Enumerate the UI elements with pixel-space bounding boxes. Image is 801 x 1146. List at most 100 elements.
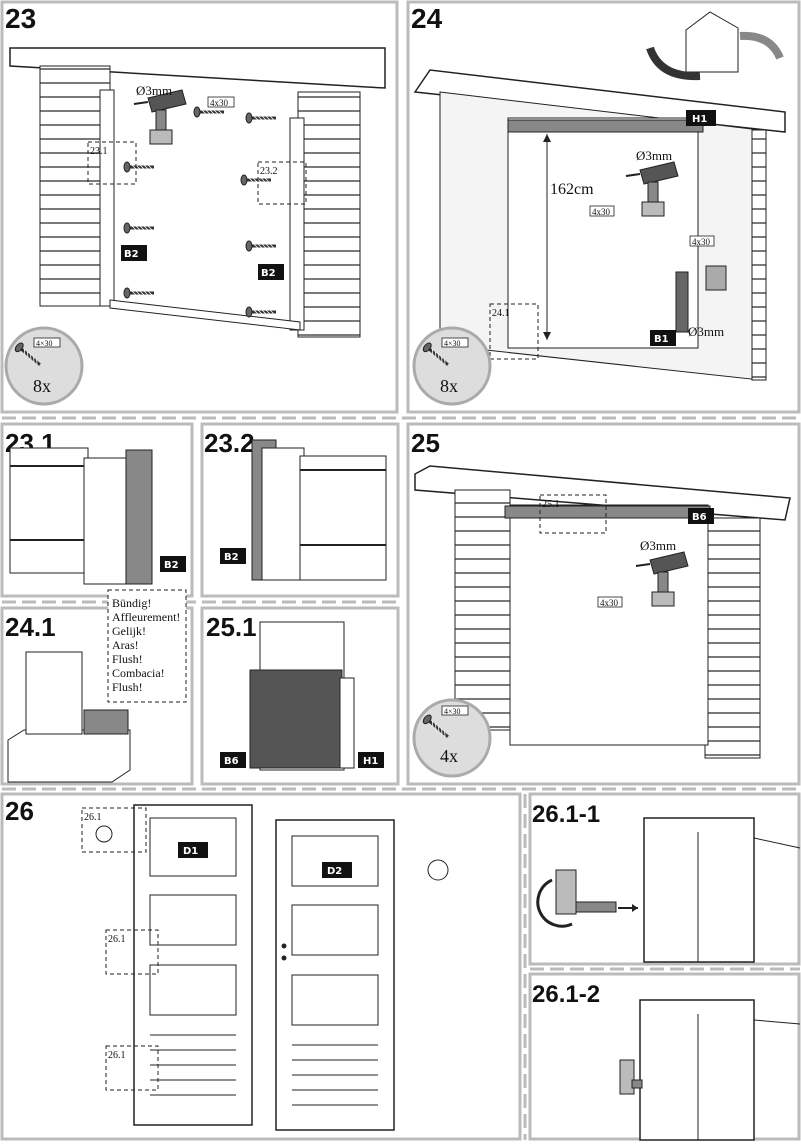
hinge-icon — [536, 869, 638, 928]
rotate-house-icon — [646, 11, 784, 81]
part-label: B2 — [164, 560, 179, 571]
post-b2 — [125, 449, 153, 585]
svg-text:Gelijk!: Gelijk! — [112, 624, 146, 638]
screw-icon — [192, 105, 226, 119]
step-number: 25.1 — [206, 612, 257, 642]
detail-ref: 24.1 — [492, 308, 510, 319]
post-b2-left — [99, 89, 115, 307]
drill-icon — [675, 271, 689, 333]
part-label: H1 — [363, 756, 378, 767]
step-number: 23 — [5, 3, 36, 34]
drill-size: Ø3mm — [640, 538, 676, 553]
panel-23-2 — [200, 422, 400, 598]
step-24: 24 H1 162cm Ø3mm 4x30 4x30 Ø3mm B1 24.1 … — [411, 3, 786, 406]
left-wall — [454, 489, 511, 731]
drill-size: Ø3mm — [636, 148, 672, 163]
screw-icon — [122, 286, 156, 300]
left-wall — [39, 65, 111, 307]
part-label: B1 — [654, 334, 669, 345]
badge-size: 4×30 — [444, 339, 461, 348]
badge-count: 4x — [440, 746, 458, 766]
panel-26-1-1 — [528, 792, 801, 966]
door-opening — [507, 117, 699, 349]
step-number: 24.1 — [5, 612, 56, 642]
detail-ref: 25.1 — [542, 499, 560, 510]
panel-23 — [0, 0, 399, 414]
step-number: 26.1-1 — [532, 801, 600, 828]
part-label: D1 — [183, 846, 198, 857]
detail-ref: 23.1 — [90, 146, 108, 157]
step-number: 26 — [5, 796, 34, 826]
flush-note-box — [107, 589, 187, 703]
panel-24 — [406, 0, 801, 414]
screw-icon — [244, 239, 278, 253]
beam-b6 — [504, 505, 711, 519]
rotation-arrow-icon — [427, 859, 449, 881]
step-number: 25 — [411, 428, 440, 458]
right-wall — [704, 517, 761, 759]
top-beam — [9, 47, 386, 89]
part-label: B2 — [224, 552, 239, 563]
svg-text:Aras!: Aras! — [112, 638, 139, 652]
step-26-1-1: 26.1-1 — [532, 801, 801, 963]
height-dimension: 162cm — [550, 181, 594, 198]
screw-icon — [122, 160, 156, 174]
step-26: 26 D1 D2 26.1 26.1 26.1 — [5, 796, 449, 1131]
svg-text:Flush!: Flush! — [112, 680, 143, 694]
panel-25 — [406, 422, 801, 786]
panel-26 — [0, 792, 522, 1141]
flush-note: Bündig! Affleurement! Gelijk! Aras! Flus… — [112, 596, 180, 694]
screw-icon — [122, 221, 156, 235]
step-24-1: 24.1 Bündig! Affleurement! Gelijk! Aras!… — [5, 589, 187, 783]
door-opening — [509, 504, 709, 746]
detail-ref: 26.1 — [84, 812, 102, 823]
detail-ref: 23.2 — [260, 166, 278, 177]
step-23-2: 23.2 B2 — [204, 428, 387, 581]
svg-text:Affleurement!: Affleurement! — [112, 610, 180, 624]
screw-icon — [244, 305, 278, 319]
screw-badge — [4, 326, 84, 406]
beam-h1 — [507, 119, 704, 133]
post-b2-right — [289, 117, 305, 331]
rotation-arrow-icon — [95, 825, 113, 843]
screw-size-label: 4x30 — [600, 598, 619, 608]
screw-badge — [412, 698, 492, 778]
part-label: D2 — [327, 866, 342, 877]
screw-size-label: 4x30 — [592, 207, 611, 217]
step-number: 24 — [411, 3, 443, 34]
beam-b6 — [249, 669, 343, 769]
detail-ref: 26.1 — [108, 934, 126, 945]
svg-text:Combacia!: Combacia! — [112, 666, 165, 680]
panel-24-1 — [0, 606, 194, 786]
badge-count: 8x — [440, 376, 458, 396]
panel-25-1 — [200, 606, 400, 786]
badge-size: 4×30 — [444, 707, 461, 716]
badge-count: 8x — [33, 376, 51, 396]
right-wall — [297, 91, 361, 338]
part-label: B6 — [692, 512, 707, 523]
part-label: B2 — [261, 268, 276, 279]
part-label: B6 — [224, 756, 239, 767]
badge-size: 4×30 — [36, 339, 53, 348]
part-label: B2 — [124, 249, 139, 260]
drill-size: Ø3mm — [136, 83, 172, 98]
svg-text:Bündig!: Bündig! — [112, 596, 151, 610]
screw-size-label: 4x30 — [210, 98, 229, 108]
step-number: 23.2 — [204, 428, 255, 458]
step-23: 23 Ø3mm 4x30 23.1 23.2 B2 B2 4×30 8x — [4, 3, 386, 406]
drill-icon — [133, 89, 187, 145]
screw-icon — [244, 111, 278, 125]
drill-size: Ø3mm — [688, 324, 724, 339]
screw-size-label: 4x30 — [692, 237, 711, 247]
step-25-1: 25.1 B6 H1 — [206, 612, 384, 771]
screw-badge — [412, 326, 492, 406]
step-25: 25 B6 25.1 Ø3mm 4x30 4×30 4x — [411, 428, 791, 778]
step-23-1: 23.1 B2 — [5, 428, 186, 585]
hinge-icon — [619, 1059, 643, 1095]
step-26-1-2: 26.1-2 — [532, 981, 801, 1141]
detail-ref: 26.1 — [108, 1050, 126, 1061]
step-number: 26.1-2 — [532, 981, 600, 1008]
part-label: H1 — [692, 114, 707, 125]
svg-text:Flush!: Flush! — [112, 652, 143, 666]
